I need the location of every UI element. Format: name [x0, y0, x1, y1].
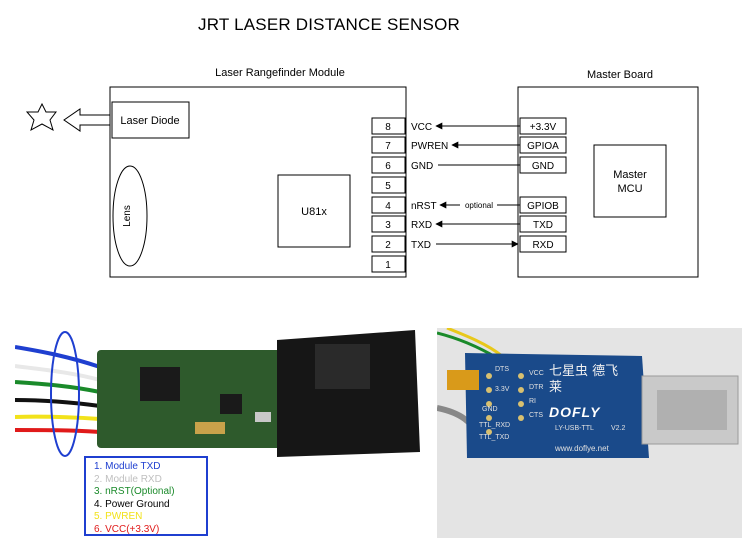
pin-box	[371, 196, 406, 214]
adapter-model: LY-USB-TTL	[555, 425, 594, 432]
adapter-pin-label: TTL_RXD	[479, 422, 511, 429]
chip-box	[277, 174, 351, 248]
module-photo: 1. Module TXD 2. Module RXD 3. nRST(Opti…	[15, 322, 426, 541]
pin-box	[371, 235, 406, 253]
legend-item-rxd: 2. Module RXD	[94, 473, 162, 485]
pin-number: 7	[385, 141, 391, 152]
pin-number: 1	[385, 260, 391, 271]
master-pin-box	[519, 235, 567, 253]
pin-number: 2	[385, 240, 391, 251]
pin-box	[371, 136, 406, 154]
legend-item-nrst: 3. nRST(Optional)	[94, 486, 175, 497]
wire-red	[15, 428, 101, 434]
signal-label: GND	[411, 161, 433, 172]
pin-number: 4	[385, 201, 391, 212]
pcb-component	[195, 422, 225, 434]
legend-item-txd: 1. Module TXD	[94, 461, 161, 472]
module-optics	[277, 330, 420, 457]
laser-output-arrow	[63, 108, 111, 132]
module-pcb	[97, 350, 287, 448]
chip-label: U81x	[301, 206, 327, 218]
pin-box	[371, 176, 406, 194]
master-pin-label: +3.3V	[530, 122, 557, 133]
adapter-pin-label: DTS	[495, 366, 509, 373]
adapter-pin-label: RI	[529, 398, 536, 405]
adapter-version: V2.2	[611, 425, 626, 432]
master-pin-label: TXD	[533, 220, 553, 231]
legend-item-gnd: 4. Power Ground	[94, 498, 170, 510]
pcb-chip-small	[220, 394, 242, 414]
module-box	[109, 86, 407, 278]
pin-box	[371, 215, 406, 233]
pcb-component	[255, 412, 271, 422]
adapter-connector	[447, 370, 479, 390]
wire-highlight-ellipse	[50, 331, 80, 457]
usb-plug-inner	[657, 390, 727, 430]
signal-label: nRST	[411, 201, 437, 212]
pin-box	[371, 255, 406, 273]
wire-black	[15, 398, 101, 408]
usb-adapter-drawing	[437, 328, 739, 458]
page-title: JRT LASER DISTANCE SENSOR	[198, 15, 460, 34]
signal-label: PWREN	[411, 141, 448, 152]
lens-shape	[112, 165, 148, 267]
legend-item-pwren: 5. PWREN	[94, 511, 143, 522]
adapter-pin-label: DTR	[529, 384, 544, 391]
laser-star-icon	[25, 102, 57, 132]
optics-window	[315, 344, 370, 389]
adapter-brand-logo: DOFLY	[549, 404, 601, 420]
optional-label: optional	[465, 201, 493, 210]
wire-blue	[15, 345, 101, 369]
legend-item-vcc: 6. VCC(+3.3V)	[94, 523, 160, 535]
module-photo-drawing	[15, 330, 420, 457]
mcu-box	[593, 144, 667, 218]
adapter-board	[465, 353, 649, 458]
master-box	[517, 86, 699, 278]
pin-number: 5	[385, 181, 391, 192]
schematic-diagram: Laser Rangefinder Module Laser Diode Len…	[25, 67, 699, 278]
pin-number: 3	[385, 220, 391, 231]
mcu-label-line2: MCU	[617, 183, 642, 195]
signal-label: VCC	[411, 122, 432, 133]
adapter-pin-headers	[486, 373, 524, 435]
pcb-chip	[140, 367, 180, 401]
lens-label: Lens	[122, 205, 133, 227]
master-pin-label: RXD	[532, 240, 553, 251]
usb-adapter-photo: DTS 3.3V GND TTL_RXD TTL_TXD VCC DTR RI …	[437, 328, 742, 538]
master-pin-label: GPIOA	[527, 141, 559, 152]
adapter-pin-label: VCC	[529, 370, 544, 377]
pin-number: 6	[385, 161, 391, 172]
laser-diode-label: Laser Diode	[120, 115, 179, 127]
wire-yellow	[15, 414, 101, 421]
laser-diode-box	[111, 101, 190, 139]
adapter-brand-chinese: 七星虫 德飞莱	[549, 364, 619, 395]
pin-number: 8	[385, 122, 391, 133]
wire-green	[15, 380, 101, 394]
adapter-wire-yellow	[446, 328, 503, 358]
adapter-pin-label: CTS	[529, 412, 543, 419]
master-pin-label: GPIOB	[527, 201, 559, 212]
wire-white	[15, 364, 101, 382]
master-label: Master Board	[587, 69, 653, 81]
adapter-pin-label: 3.3V	[495, 386, 510, 393]
wire-legend-box: 1. Module TXD 2. Module RXD 3. nRST(Opti…	[84, 456, 208, 536]
adapter-url: www.doflye.net	[555, 444, 609, 453]
pin-box	[371, 117, 406, 135]
master-pin-label: GND	[532, 161, 554, 172]
pin-box	[371, 156, 406, 174]
signal-label: TXD	[411, 240, 431, 251]
adapter-pin-label: TTL_TXD	[479, 434, 510, 441]
adapter-pin-label: GND	[482, 406, 498, 413]
module-pin-column: 8 7 6 5 4 3 2 1	[371, 117, 406, 273]
signal-label: RXD	[411, 220, 432, 231]
module-label: Laser Rangefinder Module	[215, 67, 345, 79]
mcu-label-line1: Master	[613, 169, 647, 181]
